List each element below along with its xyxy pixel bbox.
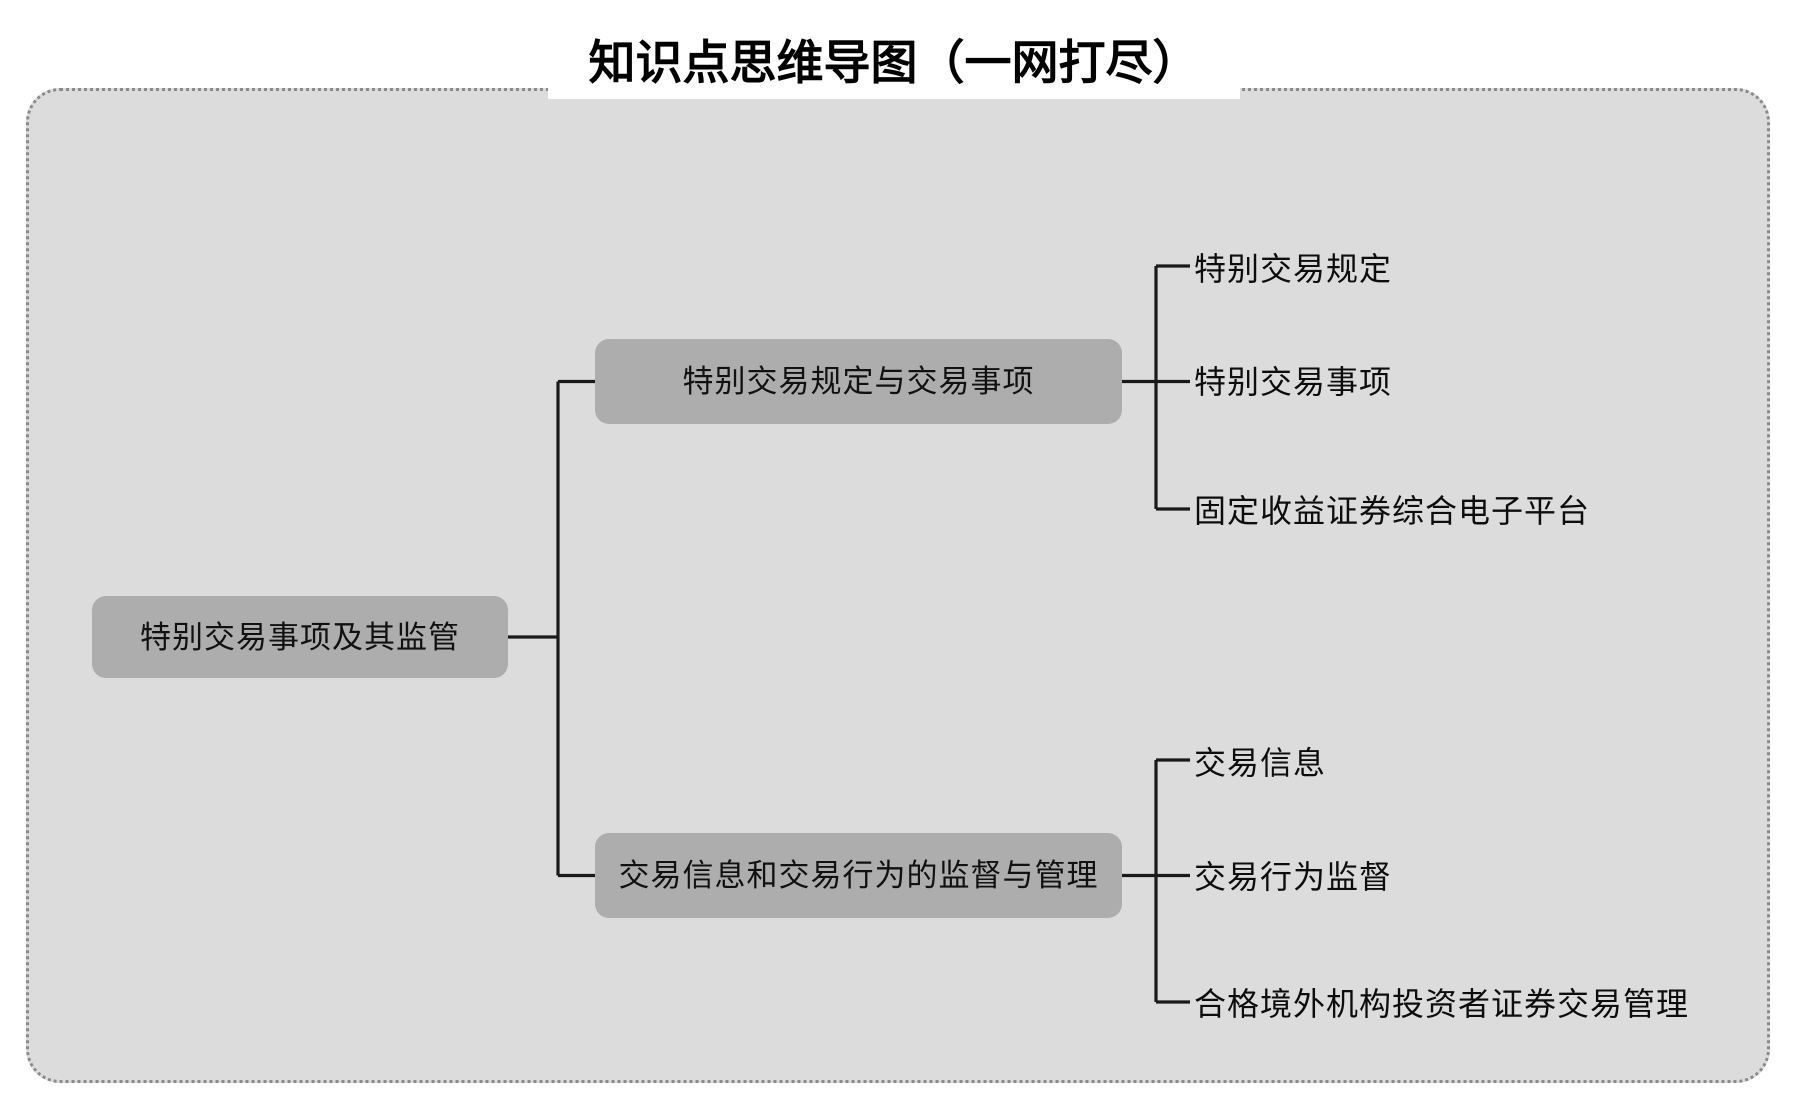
- mindmap-leaf-b3[interactable]: 合格境外机构投资者证券交易管理: [1194, 986, 1690, 1022]
- mindmap-leaf-b2[interactable]: 交易行为监督: [1194, 859, 1393, 895]
- title-banner: 知识点思维导图（一网打尽）: [548, 27, 1240, 99]
- mindmap-leaf-a3[interactable]: 固定收益证券综合电子平台: [1194, 493, 1591, 529]
- branch-node-1-label: 特别交易规定与交易事项: [682, 364, 1035, 399]
- mindmap-leaf-b1[interactable]: 交易信息: [1194, 745, 1327, 781]
- mindmap-branch-node-1[interactable]: 特别交易规定与交易事项: [595, 339, 1122, 424]
- branch-node-2-label: 交易信息和交易行为的监督与管理: [618, 858, 1099, 893]
- mindmap-root-node[interactable]: 特别交易事项及其监管: [92, 596, 508, 678]
- mindmap-leaf-a2[interactable]: 特别交易事项: [1194, 364, 1393, 400]
- mindmap-leaf-a1[interactable]: 特别交易规定: [1194, 251, 1393, 287]
- mindmap-branch-node-2[interactable]: 交易信息和交易行为的监督与管理: [595, 833, 1122, 918]
- page-title: 知识点思维导图（一网打尽）: [588, 35, 1200, 91]
- root-node-label: 特别交易事项及其监管: [140, 619, 460, 655]
